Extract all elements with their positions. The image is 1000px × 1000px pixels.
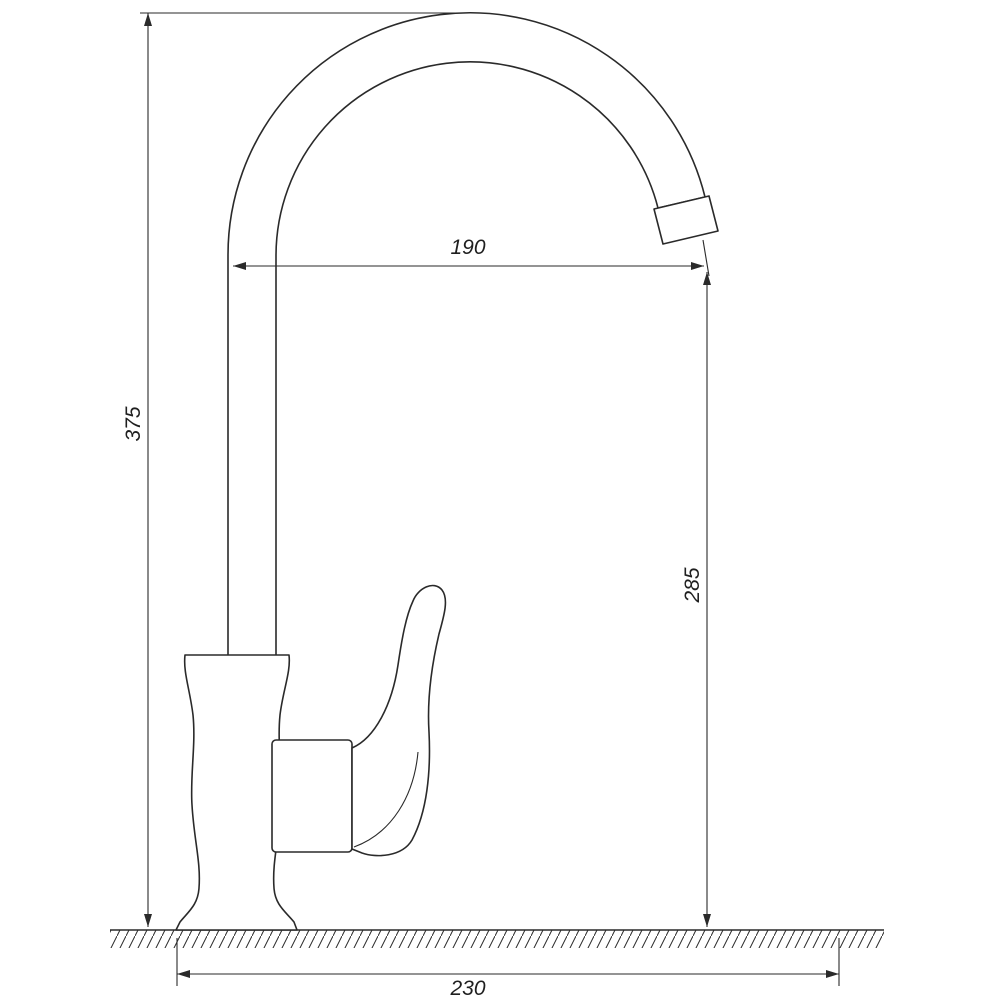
dimension-total-height: 375 bbox=[122, 13, 152, 927]
extension-line-spout-tip bbox=[702, 239, 710, 277]
handle-inner-curve bbox=[353, 751, 419, 848]
faucet-spout bbox=[227, 11, 719, 659]
dimension-label-spout-height: 285 bbox=[681, 567, 704, 603]
dimension-label-total-height: 375 bbox=[122, 406, 145, 441]
ground-surface bbox=[110, 929, 884, 948]
dimension-label-base-width: 230 bbox=[449, 977, 485, 1000]
extension-lines bbox=[140, 12, 840, 986]
handle-lever-outline bbox=[351, 584, 447, 857]
spout-aerator bbox=[653, 195, 719, 245]
dimension-spout-reach: 190 bbox=[233, 236, 704, 270]
dimension-base-width: 230 bbox=[177, 970, 839, 1000]
faucet-handle bbox=[351, 584, 447, 857]
spout-tube-outline bbox=[227, 11, 706, 659]
cartridge-outline bbox=[271, 739, 353, 853]
ground-hatching bbox=[110, 930, 884, 948]
dimension-spout-height: 285 bbox=[681, 272, 711, 927]
dimension-label-spout-reach: 190 bbox=[450, 236, 485, 259]
faucet-cartridge bbox=[271, 739, 353, 853]
